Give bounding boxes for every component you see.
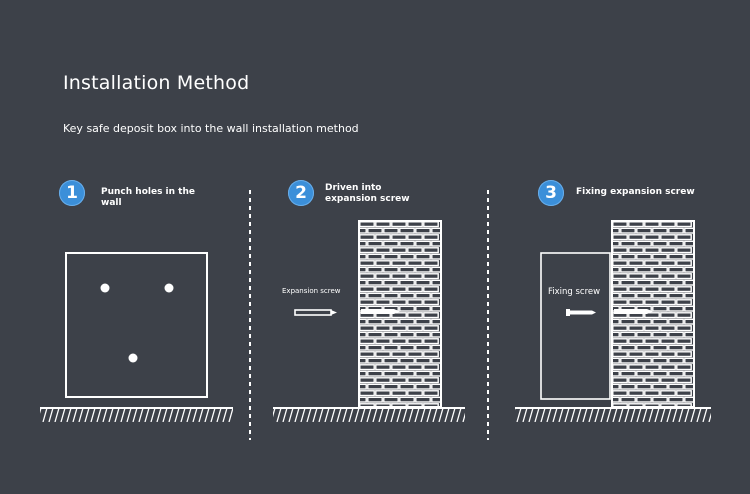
fixing-screw-label: Fixing screw <box>548 287 601 297</box>
page-subtitle: Key safe deposit box into the wall insta… <box>63 122 359 135</box>
fixing-screw-icon <box>566 309 596 316</box>
step-3-badge: 3 <box>538 180 564 206</box>
step-1-label: Punch holes in the wall <box>101 187 195 208</box>
step-3-label: Fixing expansion screw <box>576 187 695 197</box>
step-3-embedded-screw-icon <box>614 309 653 314</box>
expansion-screw-label: Expansion screw <box>282 287 341 295</box>
step-1-ground <box>40 407 233 422</box>
hole-2 <box>164 283 174 293</box>
step-2-label: Driven into expansion screw <box>325 183 410 204</box>
hole-1 <box>100 283 110 293</box>
safe-box-outline <box>540 252 611 400</box>
hole-3 <box>128 353 138 363</box>
step-2-badge: 2 <box>288 180 314 206</box>
step-1-badge: 1 <box>59 180 85 206</box>
step-1-wall <box>65 252 208 398</box>
page-title: Installation Method <box>63 72 250 94</box>
embedded-screw-icon <box>361 309 400 314</box>
expansion-screw-icon <box>294 309 337 316</box>
step-3-ground <box>515 407 711 422</box>
step-2-ground <box>273 407 465 422</box>
